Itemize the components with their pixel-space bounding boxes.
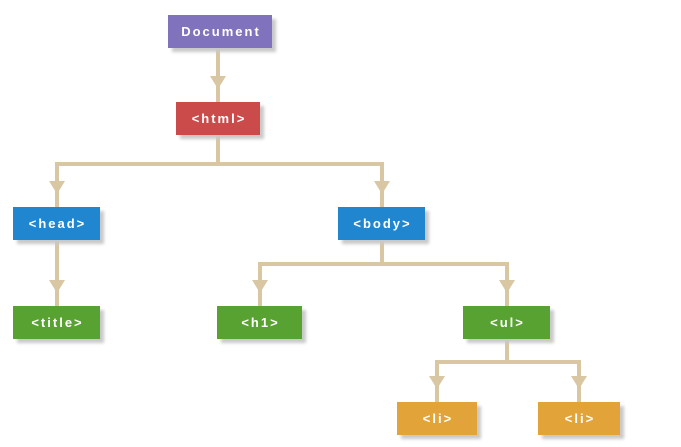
node-h1: <h1> [217,306,302,339]
arrow-down-icon [251,280,268,293]
arrow-down-icon [373,181,390,194]
node-head: <head> [13,207,100,240]
connector-line [216,135,220,166]
arrow-down-icon [48,280,65,293]
arrow-down-icon [498,280,515,293]
arrow-down-icon [48,181,65,194]
node-li1: <li> [397,402,477,435]
arrow-down-icon [571,376,587,389]
connector-line [54,162,384,166]
node-label: Document [181,24,261,39]
node-body: <body> [338,207,425,240]
node-ul: <ul> [463,306,550,339]
connector-line [504,339,509,364]
connector-line [216,48,220,102]
node-li2: <li> [538,402,620,435]
node-label: <title> [31,315,84,330]
node-title: <title> [13,306,100,339]
node-document: Document [168,15,272,48]
node-html: <html> [176,102,260,135]
arrow-down-icon [429,376,445,389]
node-label: <h1> [241,315,280,330]
node-label: <body> [353,216,412,231]
node-label: <html> [191,111,247,126]
connector-line [54,240,59,306]
node-label: <head> [28,216,87,231]
connector-line [257,262,509,266]
connector-line [435,360,581,364]
node-label: <li> [564,411,596,426]
connector-line [379,240,384,266]
node-label: <ul> [490,315,525,330]
arrow-down-icon [210,76,226,89]
node-label: <li> [422,411,454,426]
